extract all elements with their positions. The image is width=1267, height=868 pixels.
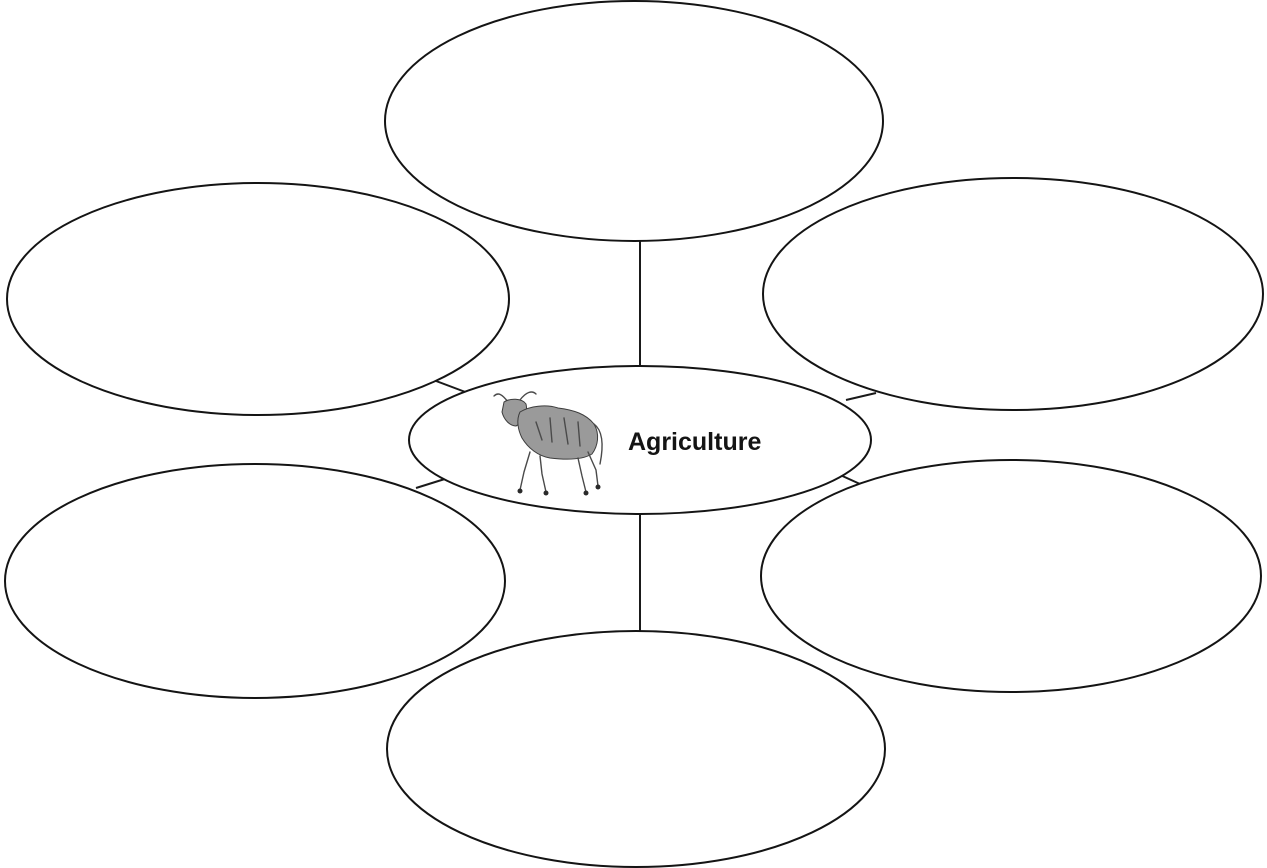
- bubble-upper-right[interactable]: [762, 177, 1264, 411]
- connector-lower-left: [415, 477, 449, 489]
- center-label: Agriculture: [628, 428, 761, 456]
- bubble-bottom[interactable]: [386, 630, 886, 868]
- bubble-upper-left[interactable]: [6, 182, 510, 416]
- bubble-top[interactable]: [384, 0, 884, 242]
- bubble-lower-left[interactable]: [4, 463, 506, 699]
- bull-icon: [493, 391, 603, 496]
- outer-bubbles: [4, 0, 1264, 868]
- connector-upper-right: [845, 392, 877, 401]
- connector-upper-left: [435, 380, 469, 394]
- bubble-lower-right[interactable]: [760, 459, 1262, 693]
- center-bubble: Agriculture: [408, 365, 872, 515]
